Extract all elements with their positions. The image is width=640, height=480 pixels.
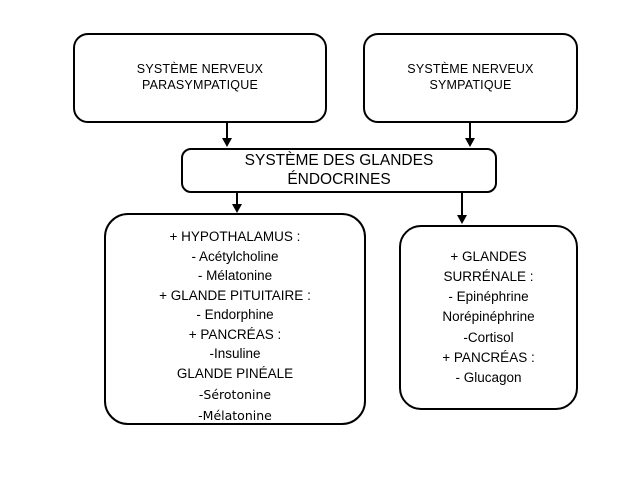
left-glands-line-1: + HYPOTHALAMUS : <box>169 229 301 244</box>
right-glands-line-2: SURRÉNALE : <box>443 268 534 284</box>
node-endocrine-gland-system: SYSTÈME DES GLANDES ÉNDOCRINES <box>181 148 497 193</box>
left-glands-line-5: - Endorphine <box>196 307 274 323</box>
right-glands-line-1: + GLANDES <box>450 248 527 264</box>
node-sympathetic-line-1: SYSTÈME NERVEUX <box>407 62 534 77</box>
node-hypothalamus-pituitary-pancreas-pineal: + HYPOTHALAMUS : - Acétylcholine - Mélat… <box>104 213 366 425</box>
right-glands-line-3: - Epinéphrine <box>448 289 529 305</box>
node-sympathetic-line-2: SYMPATIQUE <box>429 78 512 92</box>
left-glands-line-3: - Mélatonine <box>197 268 273 284</box>
left-glands-line-2: - Acétylcholine <box>191 248 279 264</box>
node-endocrine-line-2: ÉNDOCRINES <box>287 170 391 188</box>
arrow-head-down-icon <box>465 138 475 147</box>
right-glands-line-7: - Glucagon <box>455 370 522 386</box>
arrow-shaft <box>469 123 471 140</box>
node-parasympathetic-line-1: SYSTÈME NERVEUX <box>136 62 264 77</box>
left-glands-line-6: + PANCRÉAS : <box>188 326 282 342</box>
arrow-head-down-icon <box>457 215 467 224</box>
node-parasympathetic-line-2: PARASYMPATIQUE <box>141 78 258 92</box>
left-glands-line-8: GLANDE PINÉALE <box>176 365 294 381</box>
arrow-shaft <box>226 123 228 140</box>
arrow-head-down-icon <box>222 138 232 147</box>
node-parasympathetic-nervous-system: SYSTÈME NERVEUX PARASYMPATIQUE <box>73 33 327 123</box>
arrow-head-down-icon <box>232 204 242 213</box>
left-glands-line-10: -Mélatonine <box>198 408 272 424</box>
left-glands-line-7: -Insuline <box>209 346 261 362</box>
right-glands-line-5: -Cortisol <box>463 329 514 345</box>
left-glands-line-4: + GLANDE PITUITAIRE : <box>159 287 311 303</box>
left-glands-line-9: -Sérotonine <box>198 386 272 402</box>
node-sympathetic-nervous-system: SYSTÈME NERVEUX SYMPATIQUE <box>363 33 578 123</box>
arrow-shaft <box>236 192 238 206</box>
right-glands-line-4: Norépinéphrine <box>442 309 535 325</box>
node-adrenal-glands-pancreas: + GLANDES SURRÉNALE : - Epinéphrine Noré… <box>399 225 578 410</box>
arrow-shaft <box>461 192 463 217</box>
node-endocrine-line-1: SYSTÈME DES GLANDES <box>244 151 434 169</box>
right-glands-line-6: + PANCRÉAS : <box>442 349 535 365</box>
